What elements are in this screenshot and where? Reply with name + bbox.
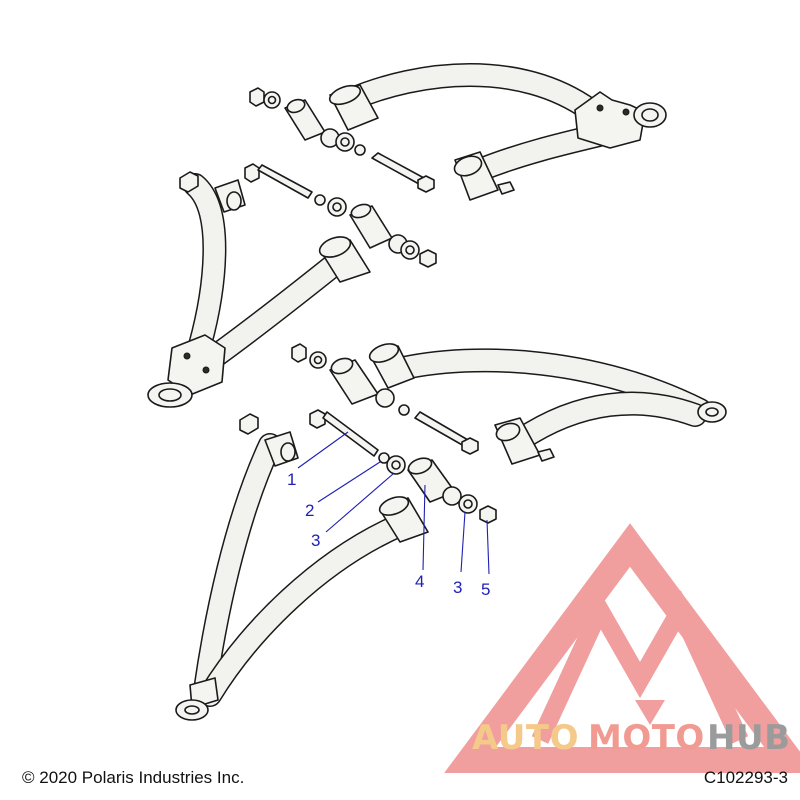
- automotohub-wordmark: AUTO MOTO HUB: [472, 718, 790, 758]
- callout-4: 4: [415, 572, 424, 591]
- lower-arm-hardware-middle: [291, 343, 479, 455]
- callout-leader-lines: [297, 431, 490, 575]
- copyright-notice: © 2020 Polaris Industries Inc.: [22, 768, 245, 787]
- callout-3-second: 3: [453, 578, 462, 597]
- lower-front-a-arm: [175, 413, 429, 721]
- callout-3-washer: 3: [311, 531, 320, 550]
- figure-id: C102293-3: [703, 768, 788, 787]
- brand-hub: HUB: [707, 718, 790, 758]
- upper-arm-hardware-top: [249, 87, 435, 193]
- callout-2: 2: [305, 501, 314, 520]
- brand-auto: AUTO: [472, 718, 579, 758]
- automotohub-logo-mark: [444, 523, 800, 773]
- lower-rear-a-arm: [368, 343, 727, 465]
- brand-moto: MOTO: [588, 718, 705, 758]
- callout-labels: 1 2 3 4 3 5: [287, 470, 490, 599]
- callout-1: 1: [287, 470, 296, 489]
- callout-hardware-set: [309, 409, 497, 524]
- upper-front-a-arm: [147, 171, 371, 408]
- upper-arm-hardware-middle: [244, 163, 437, 268]
- upper-rear-a-arm: [328, 63, 667, 201]
- callout-5: 5: [481, 580, 490, 599]
